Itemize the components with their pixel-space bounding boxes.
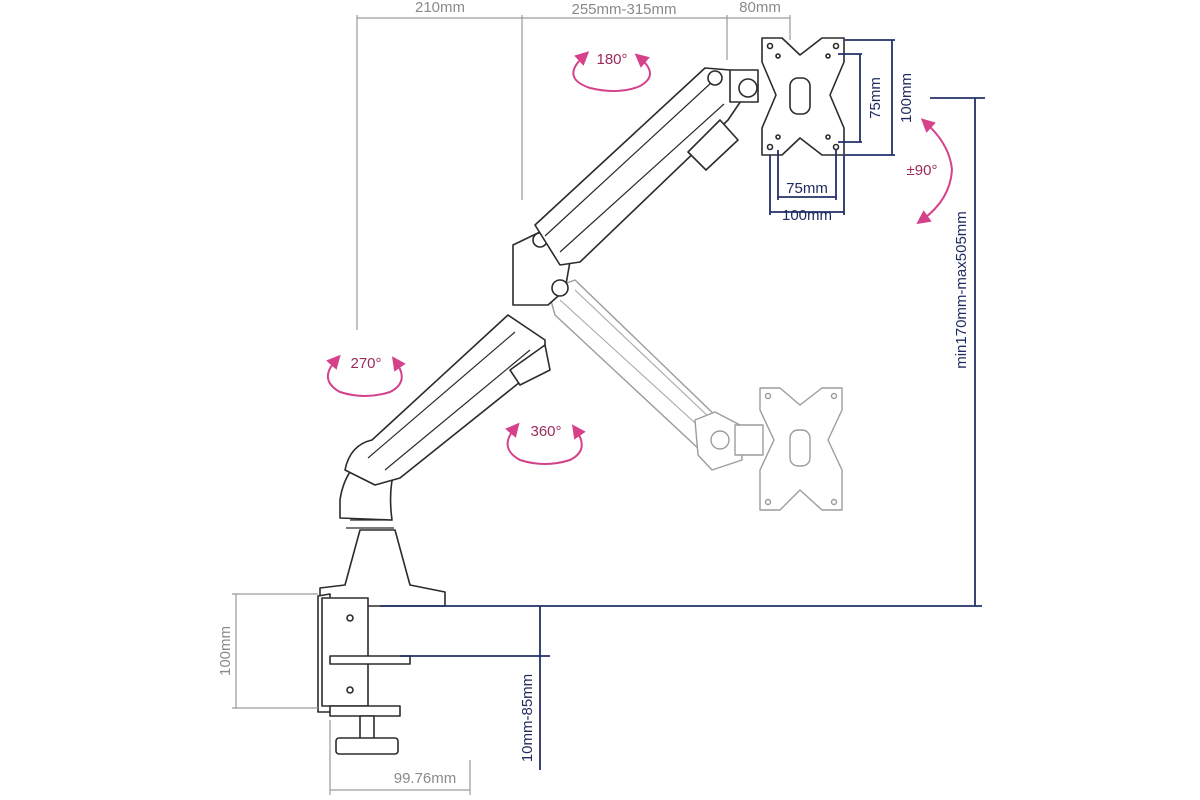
lower-swivel-label: 360° [530, 423, 561, 440]
vesa-horizontal-outer-label: 100mm [782, 207, 832, 224]
screen-tilt-label: ±90° [907, 162, 938, 179]
vesa-plate [761, 37, 845, 156]
lower-swivel-rotation-icon [505, 422, 586, 465]
screen-tilt-rotation-icon [916, 118, 954, 225]
vesa-dimension-lines [769, 39, 895, 215]
vesa-horizontal-inner-label: 75mm [786, 180, 828, 197]
upper-arm [534, 67, 759, 266]
vesa-vertical-inner-label: 75mm [867, 77, 884, 119]
clamp-dimension-lines [232, 593, 471, 795]
ghost-lowered-arm [547, 279, 764, 471]
lower-arm [344, 314, 551, 486]
desk-thickness-label: 10mm-85mm [519, 674, 536, 762]
ghost-vesa-plate [759, 387, 843, 511]
arm-tilt-rotation-icon [572, 51, 651, 92]
height-range-lines [930, 97, 985, 606]
top-right-span-label: 80mm [739, 0, 781, 16]
clamp-depth-label: 99.76mm [394, 770, 457, 787]
arm-tilt-label: 180° [596, 51, 627, 68]
base-swivel-rotation-icon [326, 354, 406, 397]
clamp-height-label: 100mm [217, 626, 234, 676]
vesa-vertical-outer-label: 100mm [898, 73, 915, 123]
height-range-label: min170mm-max505mm [953, 211, 970, 369]
top-dimension-lines [356, 15, 791, 330]
desk-clamp [317, 593, 411, 755]
base-swivel-label: 270° [350, 355, 381, 372]
top-left-span-label: 210mm [415, 0, 465, 16]
top-middle-span-label: 255mm-315mm [571, 1, 676, 18]
